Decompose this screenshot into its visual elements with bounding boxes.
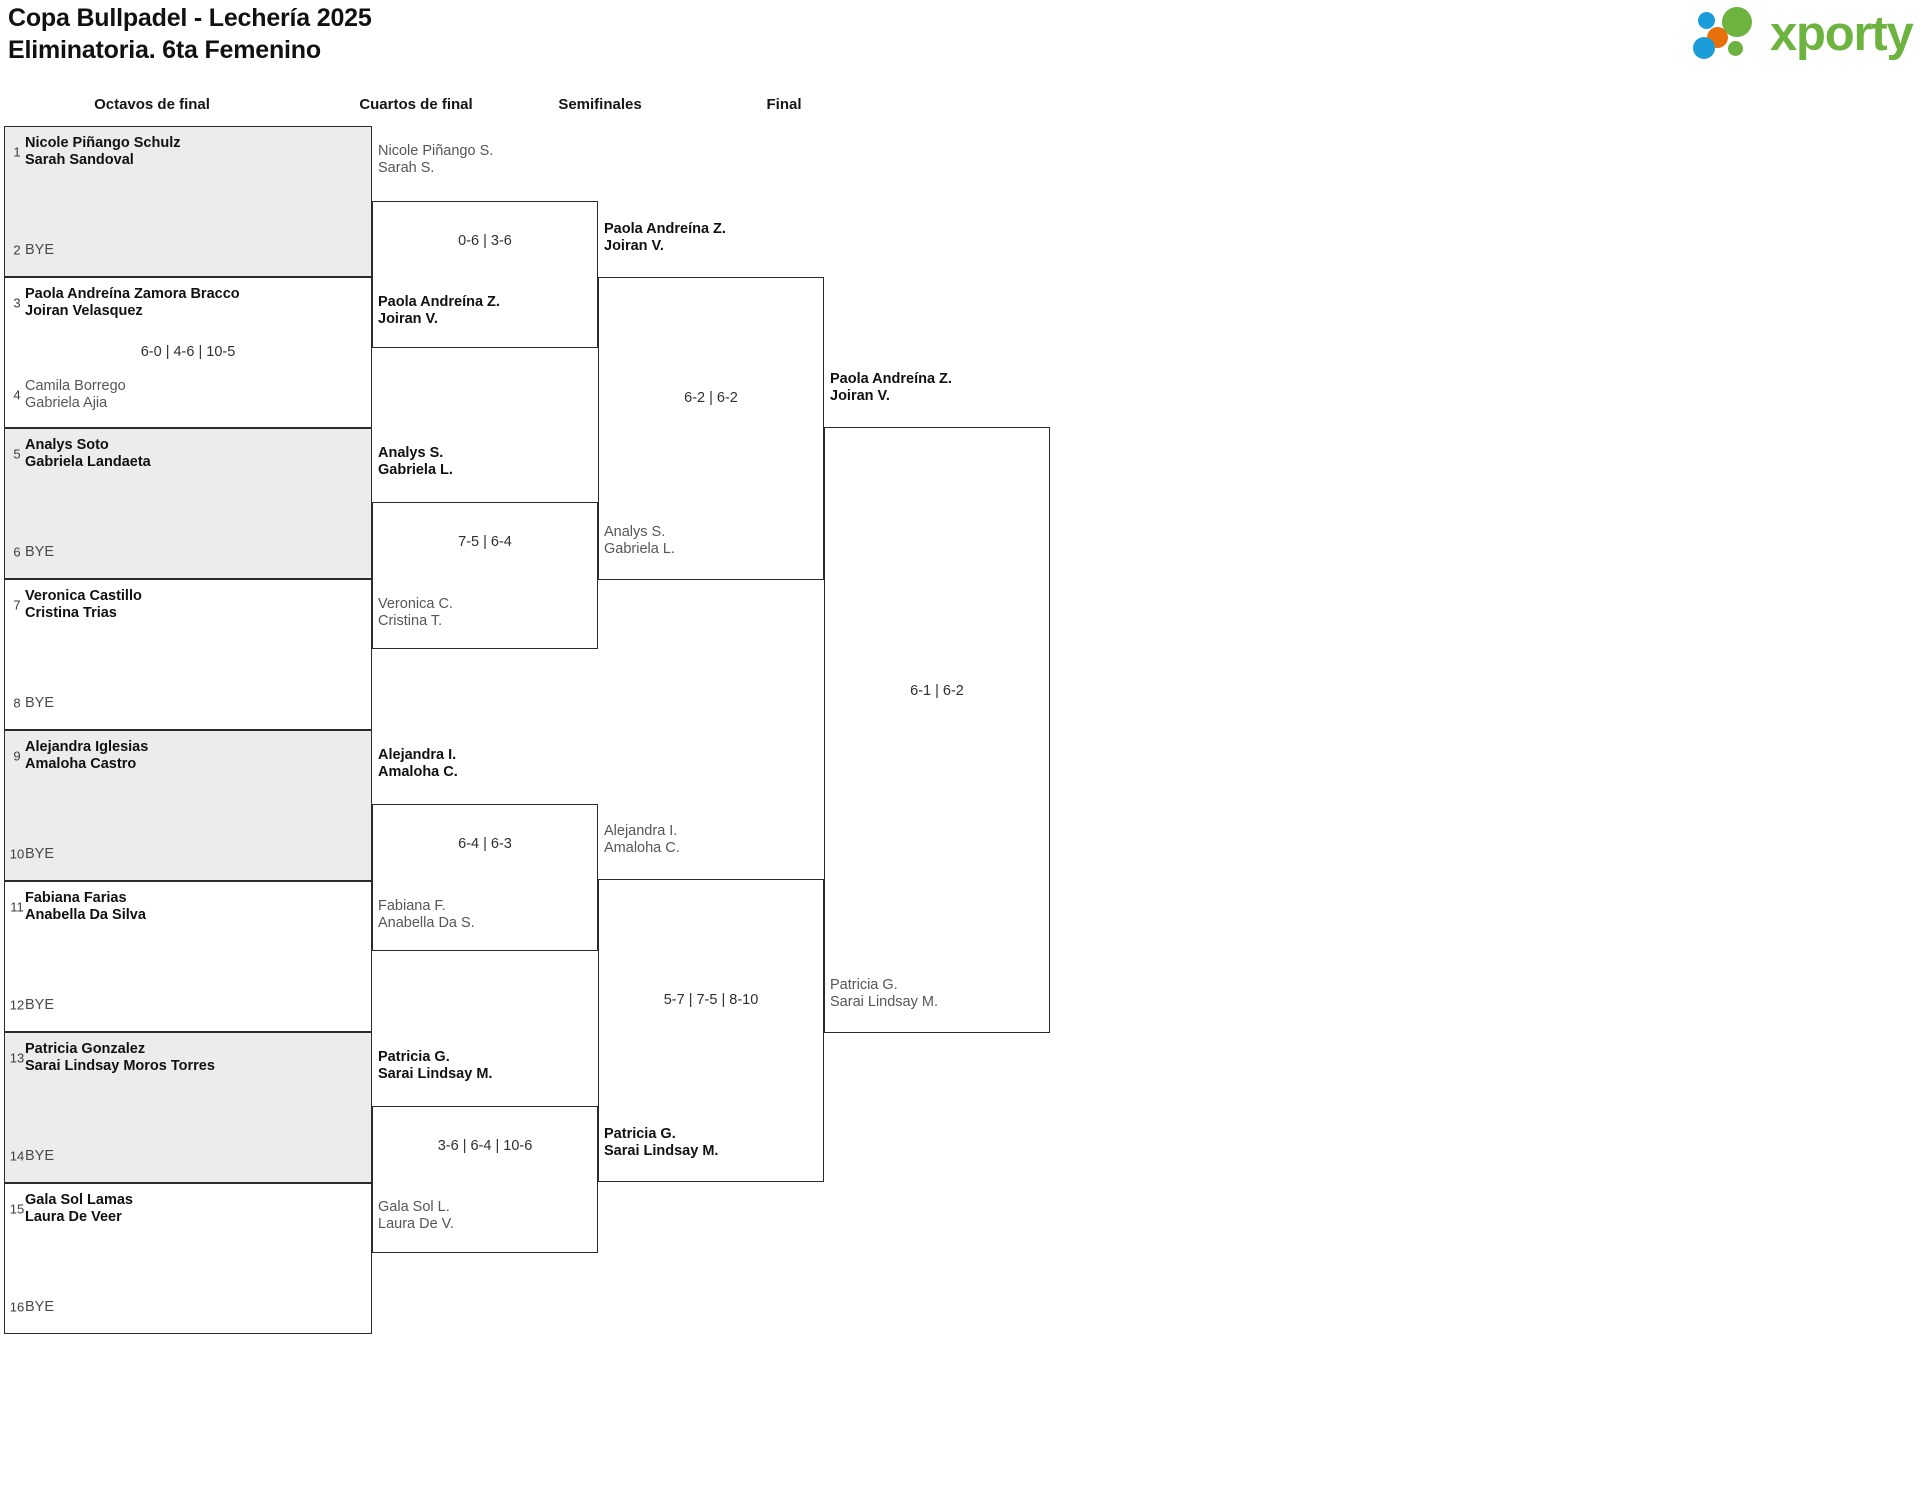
seed-number: 3 xyxy=(13,295,21,311)
r3-m1-team-bottom[interactable]: Analys S. Gabriela L. xyxy=(604,524,675,557)
r2-match-1-connector[interactable]: 0-6 | 3-6 xyxy=(372,201,598,348)
team-names: Alejandra Iglesias Amaloha Castro xyxy=(25,739,149,772)
team-names: Paola Andreína Zamora Bracco Joiran Vela… xyxy=(25,286,240,319)
r1-m6-team-bottom[interactable]: 12 BYE xyxy=(5,997,371,1014)
r4-final-connector[interactable]: 6-1 | 6-2 xyxy=(824,427,1050,1033)
r1-m1-team-bottom[interactable]: 2 BYE xyxy=(5,242,371,259)
seed-number: 9 xyxy=(13,748,21,764)
logo-dot-blue-top xyxy=(1698,12,1715,29)
r1-match-8[interactable]: 15 Gala Sol Lamas Laura De Veer 16 BYE xyxy=(4,1183,372,1334)
round-header-octavos: Octavos de final xyxy=(94,96,210,113)
r2-m3-score: 6-4 | 6-3 xyxy=(458,836,512,852)
seed-number: 1 xyxy=(13,144,21,160)
team-names: Analys Soto Gabriela Landaeta xyxy=(25,437,151,470)
r2-match-4-connector[interactable]: 3-6 | 6-4 | 10-6 xyxy=(372,1106,598,1253)
logo-dot-blue-bottom xyxy=(1693,37,1715,59)
team-names: BYE xyxy=(25,997,55,1013)
seed-number: 4 xyxy=(13,387,21,403)
team-names: Fabiana Farias Anabella Da Silva xyxy=(25,890,146,923)
team-names: Camila Borrego Gabriela Ajia xyxy=(25,378,126,411)
seed-number: 11 xyxy=(10,899,24,915)
r2-match-2-connector[interactable]: 7-5 | 6-4 xyxy=(372,502,598,649)
r1-match-7[interactable]: 13 Patricia Gonzalez Sarai Lindsay Moros… xyxy=(4,1032,372,1183)
team-names: Gala Sol Lamas Laura De Veer xyxy=(25,1192,133,1225)
r1-m7-team-top[interactable]: 13 Patricia Gonzalez Sarai Lindsay Moros… xyxy=(5,1041,371,1075)
r1-match-2[interactable]: 3 Paola Andreína Zamora Bracco Joiran Ve… xyxy=(4,277,372,428)
team-names: BYE xyxy=(25,695,55,711)
r1-m2-team-bottom[interactable]: 4 Camila Borrego Gabriela Ajia xyxy=(5,378,371,412)
page-title: Copa Bullpadel - Lechería 2025 Eliminato… xyxy=(8,2,372,66)
r2-m2-team-bottom-names[interactable]: Veronica C. Cristina T. xyxy=(378,596,453,629)
seed-number: 13 xyxy=(9,1050,25,1066)
r1-m7-team-bottom[interactable]: 14 BYE xyxy=(5,1148,371,1165)
seed-number: 2 xyxy=(13,242,21,258)
r2-m3-team-top[interactable]: Alejandra I. Amaloha C. xyxy=(378,747,458,780)
seed-number: 10 xyxy=(9,846,25,862)
r1-m8-team-top[interactable]: 15 Gala Sol Lamas Laura De Veer xyxy=(5,1192,371,1226)
r1-match-4[interactable]: 7 Veronica Castillo Cristina Trias 8 BYE xyxy=(4,579,372,730)
r1-m3-team-bottom[interactable]: 6 BYE xyxy=(5,544,371,561)
seed-number: 14 xyxy=(9,1148,25,1164)
team-names: BYE xyxy=(25,1148,55,1164)
r1-m4-team-top[interactable]: 7 Veronica Castillo Cristina Trias xyxy=(5,588,371,622)
r2-m1-team-bottom[interactable]: Paola Andreína Z. Joiran V. xyxy=(378,294,500,327)
r4-final-score: 6-1 | 6-2 xyxy=(910,683,964,699)
seed-number: 15 xyxy=(9,1201,25,1217)
round-header-final: Final xyxy=(766,96,802,113)
team-names: BYE xyxy=(25,242,55,258)
xporty-logo[interactable]: xporty xyxy=(1692,6,1914,62)
r3-m2-team-top[interactable]: Alejandra I. Amaloha C. xyxy=(604,823,680,856)
team-names: BYE xyxy=(25,846,55,862)
r1-match-5[interactable]: 9 Alejandra Iglesias Amaloha Castro 10 B… xyxy=(4,730,372,881)
r2-m4-team-bottom[interactable]: Gala Sol L. Laura De V. xyxy=(378,1199,455,1232)
team-names: Patricia Gonzalez Sarai Lindsay Moros To… xyxy=(25,1041,215,1074)
r2-m4-team-top[interactable]: Patricia G. Sarai Lindsay M. xyxy=(378,1049,493,1082)
r1-match-1[interactable]: 1 Nicole Piñango Schulz Sarah Sandoval 2… xyxy=(4,126,372,277)
logo-dots-icon xyxy=(1692,6,1770,62)
team-names: Nicole Piñango Schulz Sarah Sandoval xyxy=(25,135,181,168)
r1-match-3[interactable]: 5 Analys Soto Gabriela Landaeta 6 BYE xyxy=(4,428,372,579)
seed-number: 16 xyxy=(9,1299,25,1315)
r4-runnerup-label[interactable]: Patricia G. Sarai Lindsay M. xyxy=(830,977,938,1010)
r4-champion-label[interactable]: Paola Andreína Z. Joiran V. xyxy=(830,371,952,404)
r2-match-3-connector[interactable]: 6-4 | 6-3 xyxy=(372,804,598,951)
r1-m8-team-bottom[interactable]: 16 BYE xyxy=(5,1299,371,1316)
r1-m2-team-top[interactable]: 3 Paola Andreína Zamora Bracco Joiran Ve… xyxy=(5,286,371,320)
r3-m2-score: 5-7 | 7-5 | 8-10 xyxy=(663,992,759,1008)
r1-m5-team-bottom[interactable]: 10 BYE xyxy=(5,846,371,863)
team-names: BYE xyxy=(25,1299,55,1315)
r3-match-2-connector[interactable]: 5-7 | 7-5 | 8-10 xyxy=(598,879,824,1182)
team-names: BYE xyxy=(25,544,55,560)
seed-number: 5 xyxy=(13,446,21,462)
r1-match-6[interactable]: 11 Fabiana Farias Anabella Da Silva 12 B… xyxy=(4,881,372,1032)
team-names: Veronica Castillo Cristina Trias xyxy=(25,588,142,621)
seed-number: 12 xyxy=(9,997,25,1013)
r2-m1-team-top[interactable]: Nicole Piñango S. Sarah S. xyxy=(378,143,494,176)
round-header-cuartos: Cuartos de final xyxy=(359,96,473,113)
r1-m5-team-top[interactable]: 9 Alejandra Iglesias Amaloha Castro xyxy=(5,739,371,773)
category-name: Eliminatoria. 6ta Femenino xyxy=(8,36,321,64)
r3-m1-score: 6-2 | 6-2 xyxy=(684,390,738,406)
r2-m4-score: 3-6 | 6-4 | 10-6 xyxy=(437,1138,533,1154)
r2-m2-score: 7-5 | 6-4 xyxy=(458,534,512,550)
seed-number: 7 xyxy=(13,597,21,613)
round-header-semis: Semifinales xyxy=(558,96,642,113)
r2-m3-team-bottom[interactable]: Fabiana F. Anabella Da S. xyxy=(378,898,475,931)
r3-m2-team-bottom[interactable]: Patricia G. Sarai Lindsay M. xyxy=(604,1126,719,1159)
r2-m2-team-top[interactable]: Analys S. Gabriela L. xyxy=(378,445,453,478)
tournament-name: Copa Bullpadel - Lechería 2025 xyxy=(8,4,372,32)
seed-number: 8 xyxy=(13,695,21,711)
r2-m1-score: 0-6 | 3-6 xyxy=(458,233,512,249)
r1-m3-team-top[interactable]: 5 Analys Soto Gabriela Landaeta xyxy=(5,437,371,471)
r1-m6-team-top[interactable]: 11 Fabiana Farias Anabella Da Silva xyxy=(5,890,371,924)
r1-m1-team-top[interactable]: 1 Nicole Piñango Schulz Sarah Sandoval xyxy=(5,135,371,169)
logo-dot-green-big xyxy=(1722,7,1752,37)
r1-m4-team-bottom[interactable]: 8 BYE xyxy=(5,695,371,712)
logo-dot-green-small xyxy=(1728,41,1743,56)
r1-m2-score: 6-0 | 4-6 | 10-5 xyxy=(140,344,236,360)
r3-m1-team-top[interactable]: Paola Andreína Z. Joiran V. xyxy=(604,221,726,254)
r3-match-1-connector[interactable]: 6-2 | 6-2 xyxy=(598,277,824,580)
logo-wordmark: xporty xyxy=(1770,7,1914,61)
seed-number: 6 xyxy=(13,544,21,560)
